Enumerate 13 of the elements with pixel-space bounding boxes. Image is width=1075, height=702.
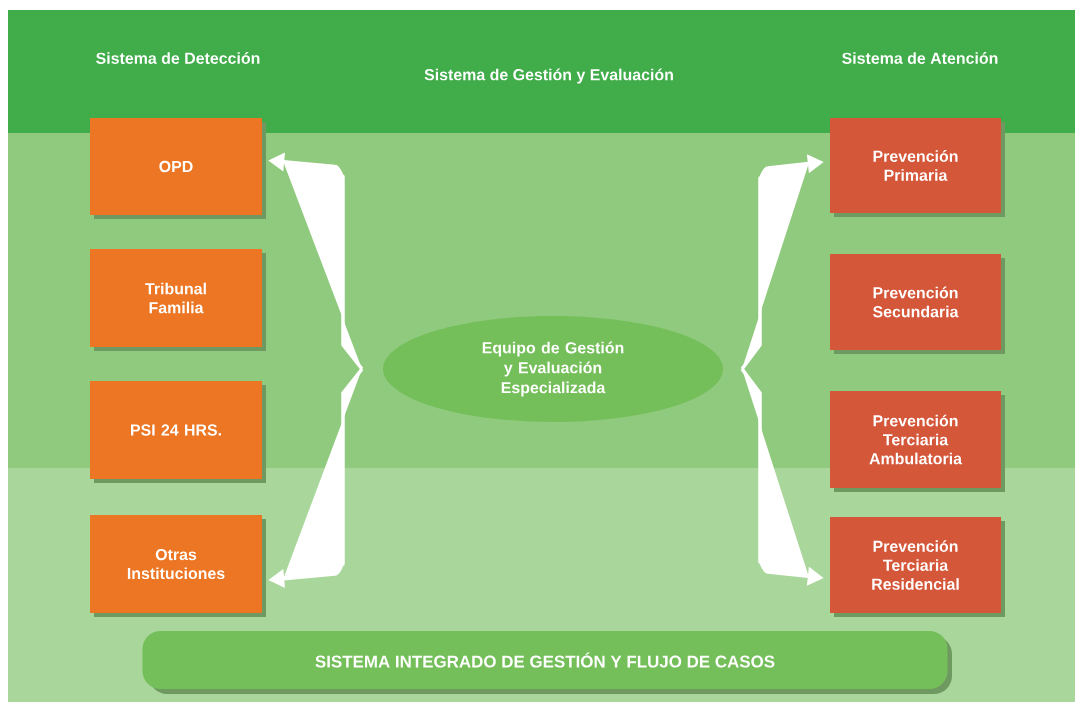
process-box: Prevención Terciaria Ambulatoria	[830, 391, 1005, 492]
process-box: Prevención Secundaria	[830, 254, 1005, 354]
process-box: Tribunal Familia	[90, 249, 266, 351]
process-box: OPD	[90, 118, 266, 219]
system-bar: SISTEMA INTEGRADO DE GESTIÓN Y FLUJO DE CASOS	[142, 631, 952, 694]
process-box: Prevención Primaria	[830, 118, 1005, 217]
process-box: Otras Instituciones	[90, 515, 266, 617]
section-heading: Sistema de Detección	[96, 52, 260, 64]
process-box: Prevención Terciaria Residencial	[830, 517, 1005, 617]
section-heading: Sistema de Atención	[842, 52, 998, 64]
ellipse-node: Equipo de Gestión y Evaluación Especializada	[383, 316, 723, 422]
process-box: PSI 24 HRS.	[90, 381, 266, 483]
section-heading: Sistema de Gestión y Evaluación	[424, 68, 673, 84]
